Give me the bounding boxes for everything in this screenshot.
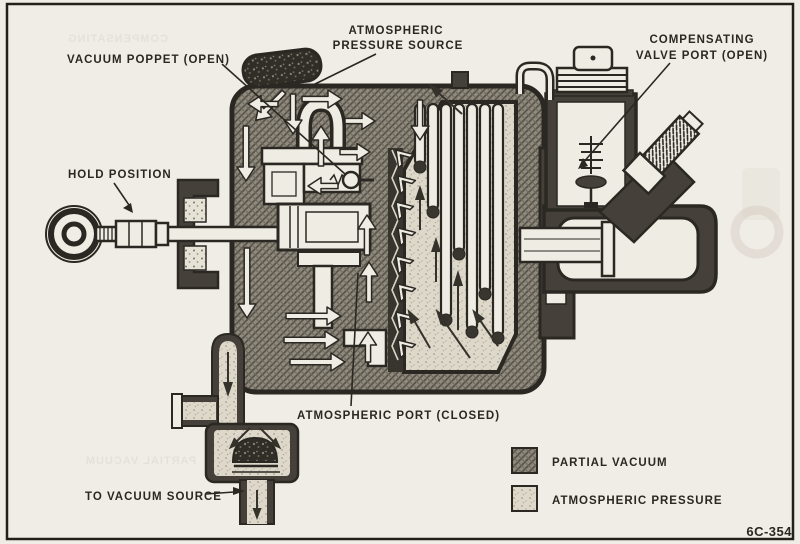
check-valve-diaphragm — [231, 436, 279, 463]
power-piston-hub — [276, 202, 372, 252]
callout-labels: VACUUM POPPET (OPEN) ATMOSPHERIC PRESSUR… — [67, 25, 768, 503]
branch-port — [171, 393, 183, 429]
vacuum-poppet-ball — [341, 170, 361, 190]
vacuum-poppet-label: VACUUM POPPET (OPEN) — [67, 54, 230, 66]
master-cylinder — [518, 204, 718, 294]
legend-partial-vacuum-label: PARTIAL VACUUM — [552, 457, 668, 469]
ghost-text: COMPENSATING — [67, 33, 168, 45]
atmospheric-port-seat — [297, 251, 361, 267]
hydraulic-piston — [518, 226, 606, 264]
hold-position-label: HOLD POSITION — [68, 169, 172, 181]
front-mount-bracket — [176, 178, 220, 290]
compensating-leader — [578, 62, 671, 169]
vacuum-poppet-leader — [221, 63, 346, 175]
ghost-ring — [730, 205, 784, 259]
adjuster-hex-nut — [114, 219, 158, 249]
hold-position-leader — [113, 182, 133, 213]
shell-stub — [451, 71, 469, 89]
partial-vacuum-swatch — [511, 447, 538, 474]
legend-atmospheric-pressure-label: ATMOSPHERIC PRESSURE — [552, 495, 723, 507]
hydraulic-fitting — [598, 110, 705, 244]
atmospheric-port-label: ATMOSPHERIC PORT (CLOSED) — [297, 410, 500, 422]
compensating-label-line1: COMPENSATING — [649, 34, 754, 46]
atmospheric-source-leader — [310, 53, 377, 87]
page-border — [5, 2, 795, 541]
diaphragm-fingers — [413, 102, 505, 345]
legend: PARTIAL VACUUM ATMOSPHERIC PRESSURE — [511, 447, 723, 512]
page-bleed-ghosts: COMPENSATING PARTIAL VACUUM — [67, 33, 784, 467]
control-valve-assembly — [260, 95, 388, 368]
vacuum-passage-tube — [299, 99, 343, 180]
atmospheric-source-label-line2: PRESSURE SOURCE — [333, 40, 464, 52]
to-vacuum-source-label: TO VACUUM SOURCE — [85, 491, 222, 503]
air-filter — [241, 47, 323, 89]
ghost-block — [742, 168, 780, 220]
to-vacuum-source-leader — [205, 487, 245, 495]
compensating-label-line2: VALVE PORT (OPEN) — [636, 50, 768, 62]
callout-leaders — [113, 53, 671, 495]
figure-number: 6C-354 — [746, 524, 792, 539]
pedal-pushrod — [45, 205, 310, 263]
atmospheric-source-label-line1: ATMOSPHERIC — [348, 25, 443, 37]
atmospheric-pressure-swatch — [511, 485, 538, 512]
compensating-valve — [575, 136, 607, 208]
atmospheric-port-leader — [350, 272, 359, 407]
ghost-text: PARTIAL VACUUM — [85, 455, 196, 467]
